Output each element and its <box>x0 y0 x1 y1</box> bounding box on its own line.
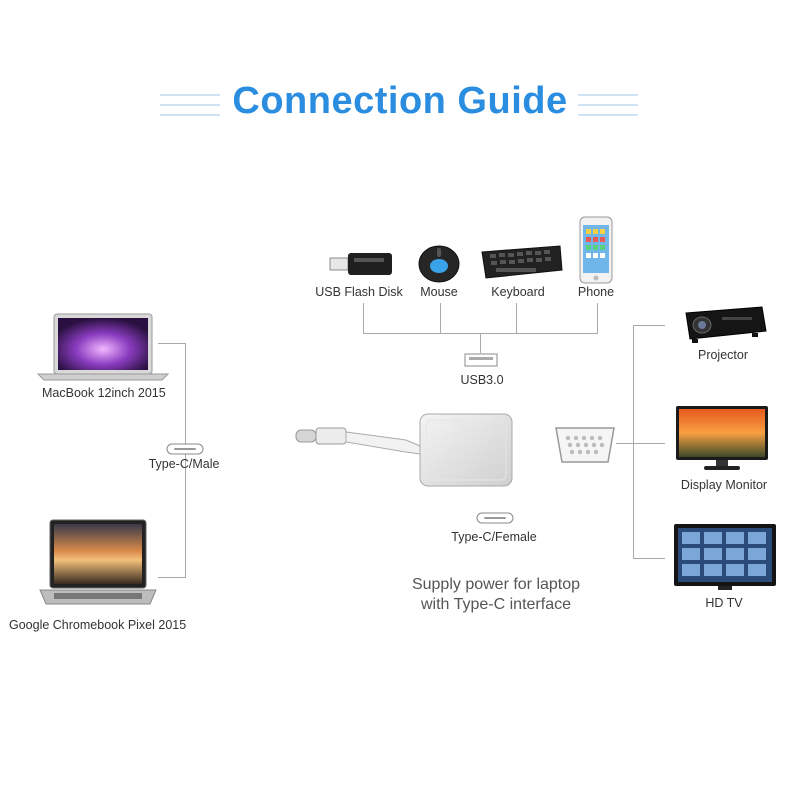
usb-port-label: USB3.0 <box>460 373 504 387</box>
right-device-label-tv: HD TV <box>705 596 743 610</box>
projector-icon <box>685 306 767 343</box>
title-decoration-left <box>160 114 220 116</box>
keyboard-icon <box>481 245 563 279</box>
title-decoration-left <box>160 94 220 96</box>
connector-line <box>633 558 665 559</box>
title-decoration-left <box>160 104 220 106</box>
vga-port-icon <box>555 427 615 463</box>
connector-line <box>633 325 665 326</box>
left-device-label-chromebook: Google Chromebook Pixel 2015 <box>9 618 187 632</box>
laptop-icon <box>36 313 170 381</box>
connector-line <box>440 303 441 333</box>
title-decoration-right <box>578 104 638 106</box>
connector-line <box>158 343 185 344</box>
connector-line <box>480 333 481 353</box>
connector-line <box>616 443 633 444</box>
right-device-label-monitor: Display Monitor <box>680 478 768 492</box>
title-decoration-right <box>578 114 638 116</box>
phone-icon <box>579 216 613 284</box>
monitor-icon <box>676 406 768 470</box>
connector-line <box>633 325 634 559</box>
tv-icon <box>674 524 776 590</box>
supply-note-line-2: with Type-C interface <box>421 596 571 613</box>
usb-flash-disk-icon <box>329 253 392 275</box>
type-c-port-icon <box>476 512 514 524</box>
left-device-label-macbook: MacBook 12inch 2015 <box>42 386 166 400</box>
laptop-icon <box>39 519 157 605</box>
connector-line <box>633 443 665 444</box>
connector-line <box>597 303 598 333</box>
usb-device-label-mouse: Mouse <box>420 285 458 299</box>
connector-line <box>363 303 364 333</box>
right-device-label-projector: Projector <box>697 348 749 362</box>
connector-line <box>185 343 186 577</box>
usb-port-icon <box>464 353 498 367</box>
connector-line <box>516 303 517 333</box>
title-decoration-right <box>578 94 638 96</box>
type-c-female-label: Type-C/Female <box>451 530 537 544</box>
type-c-port-icon <box>166 443 204 455</box>
type-c-adapter-icon <box>295 413 513 487</box>
usb-device-label-phone: Phone <box>577 285 615 299</box>
page-title: Connection Guide <box>232 80 568 122</box>
usb-device-label-flash-disk: USB Flash Disk <box>315 285 403 299</box>
connector-line <box>158 577 186 578</box>
supply-note-line-1: Supply power for laptop <box>411 576 581 593</box>
usb-device-label-keyboard: Keyboard <box>491 285 545 299</box>
type-c-male-label: Type-C/Male <box>148 457 220 471</box>
mouse-icon <box>418 245 460 283</box>
